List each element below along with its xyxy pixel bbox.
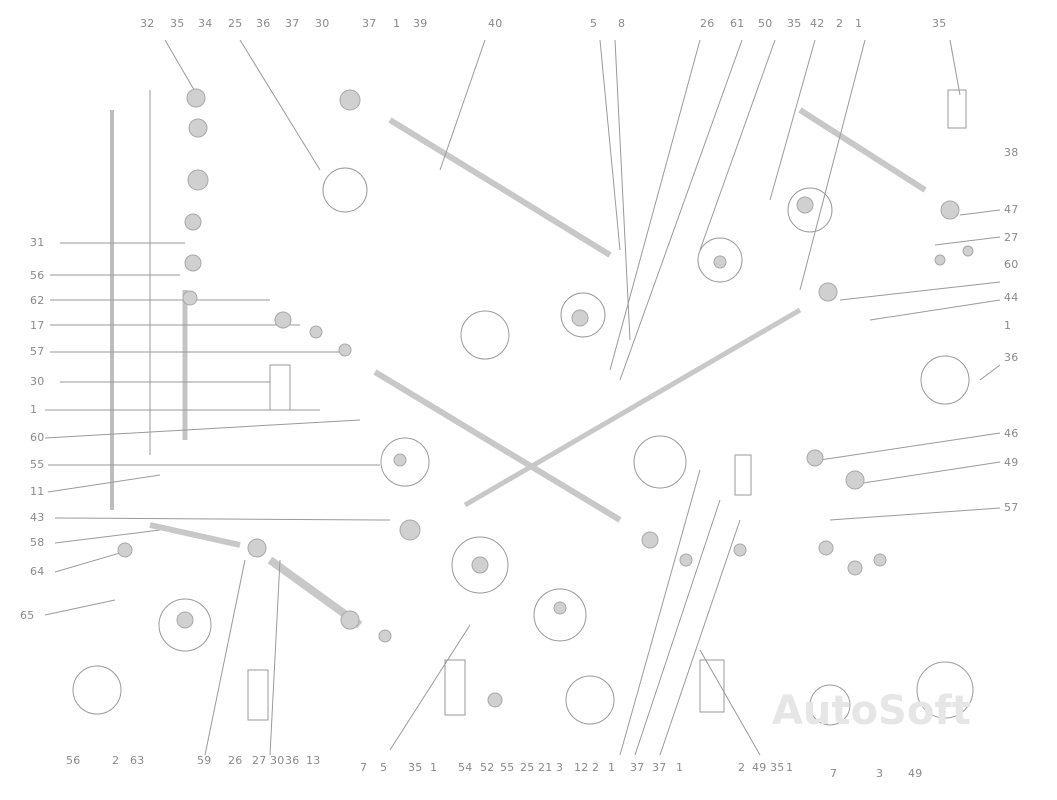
watermark: AutoSoft [772,688,971,734]
callout-top-19: 1 [855,17,863,30]
callout-bottom-8: 13 [306,754,321,767]
callout-bottom-25: 2 [738,761,746,774]
callout-bottom-13: 54 [458,761,473,774]
callout-bottom-9: 7 [360,761,368,774]
callout-top-13: 26 [700,17,715,30]
callout-bottom-7: 36 [285,754,300,767]
callout-bottom-26: 49 [752,761,767,774]
callout-right-7: 46 [1004,427,1019,440]
callout-left-0: 31 [30,236,45,249]
callout-bottom-21: 1 [608,761,616,774]
callout-left-12: 64 [30,565,45,578]
callout-left-10: 43 [30,511,45,524]
callout-bottom-17: 21 [538,761,553,774]
callout-top-2: 34 [198,17,213,30]
callout-right-3: 60 [1004,258,1019,271]
callout-right-6: 36 [1004,351,1019,364]
callout-left-9: 11 [30,485,45,498]
callout-bottom-29: 7 [830,767,838,780]
callout-right-1: 47 [1004,203,1019,216]
callout-top-17: 42 [810,17,825,30]
callout-left-2: 62 [30,294,45,307]
callout-top-8: 1 [393,17,401,30]
callout-bottom-14: 52 [480,761,495,774]
callout-left-13: 65 [20,609,35,622]
callout-bottom-28: 1 [786,761,794,774]
callout-bottom-20: 2 [592,761,600,774]
callout-top-1: 35 [170,17,185,30]
callout-left-4: 57 [30,345,45,358]
callout-top-16: 35 [787,17,802,30]
callout-bottom-0: 56 [66,754,81,767]
callout-top-6: 30 [315,17,330,30]
callout-right-5: 1 [1004,319,1012,332]
callout-top-7: 37 [362,17,377,30]
callout-right-4: 44 [1004,291,1019,304]
callout-left-7: 60 [30,431,45,444]
callout-bottom-1: 2 [112,754,120,767]
callout-left-1: 56 [30,269,45,282]
callout-bottom-24: 1 [676,761,684,774]
callout-left-8: 55 [30,458,45,471]
callout-bottom-19: 12 [574,761,589,774]
callout-bottom-5: 27 [252,754,267,767]
callout-top-18: 2 [836,17,844,30]
callout-bottom-6: 30 [270,754,285,767]
callout-bottom-30: 3 [876,767,884,780]
callout-left-5: 30 [30,375,45,388]
callout-bottom-15: 55 [500,761,515,774]
callout-bottom-16: 25 [520,761,535,774]
callout-bottom-2: 63 [130,754,145,767]
callout-right-9: 57 [1004,501,1019,514]
callout-bottom-4: 26 [228,754,243,767]
callout-bottom-10: 5 [380,761,388,774]
callout-bottom-11: 35 [408,761,423,774]
callout-top-4: 36 [256,17,271,30]
callout-bottom-12: 1 [430,761,438,774]
callout-top-0: 32 [140,17,155,30]
callout-right-8: 49 [1004,456,1019,469]
callout-bottom-3: 59 [197,754,212,767]
callout-top-14: 61 [730,17,745,30]
callout-top-5: 37 [285,17,300,30]
callout-bottom-27: 35 [770,761,785,774]
callout-top-20: 35 [932,17,947,30]
callout-top-11: 5 [590,17,598,30]
callout-bottom-18: 3 [556,761,564,774]
callout-bottom-31: 49 [908,767,923,780]
callout-right-0: 38 [1004,146,1019,159]
callout-left-3: 17 [30,319,45,332]
callout-top-3: 25 [228,17,243,30]
callout-top-9: 39 [413,17,428,30]
callout-top-15: 50 [758,17,773,30]
callout-bottom-22: 37 [630,761,645,774]
callout-bottom-23: 37 [652,761,667,774]
callout-top-12: 8 [618,17,626,30]
callout-top-10: 40 [488,17,503,30]
callout-right-2: 27 [1004,231,1019,244]
callout-left-11: 58 [30,536,45,549]
callout-left-6: 1 [30,403,38,416]
